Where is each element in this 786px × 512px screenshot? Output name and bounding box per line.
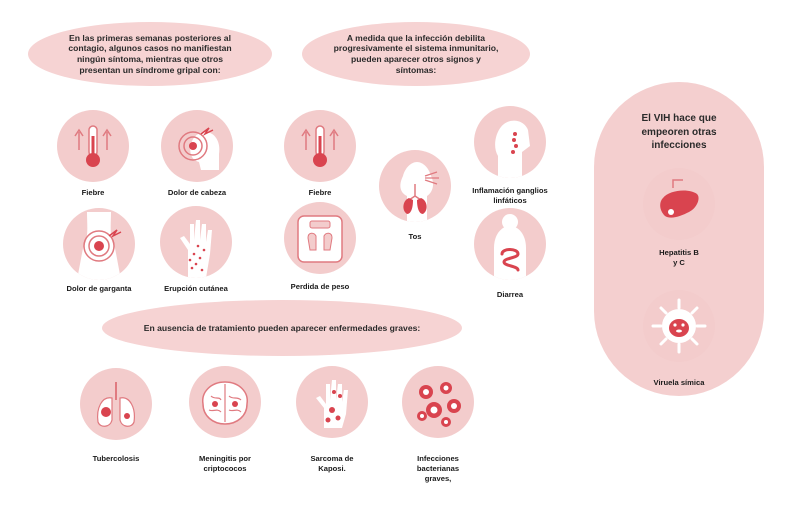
lungs-cough-icon	[379, 150, 451, 222]
hepatitis-label-text: Hepatitis B y C	[659, 248, 699, 267]
symptom-label-weight-loss: Perdida de peso	[290, 282, 350, 291]
severe-text: En ausencia de tratamiento pueden aparec…	[143, 322, 421, 333]
side-panel-title: El VIH hace que empeoren otras infeccion…	[641, 113, 717, 151]
lungs-icon	[80, 368, 152, 440]
kaposi-label-text: Sarcoma de Kaposi.	[310, 454, 354, 473]
scale-icon	[284, 202, 356, 274]
brain-icon	[189, 366, 261, 438]
side-label-hepatitis: Hepatitis B y C	[659, 248, 699, 268]
disease-label-kaposi: Sarcoma de Kaposi.	[302, 454, 362, 474]
side-panel: El VIH hace que empeoren otras infeccion…	[594, 82, 764, 396]
intro-text-early: En las primeras semanas posteriores al c…	[68, 32, 232, 75]
thermometer-icon	[284, 110, 356, 182]
disease-label-meningitis: Meningitis por criptococos	[190, 454, 260, 474]
symptom-label-fever-later: Fiebre	[308, 188, 332, 197]
monkey-virus-icon	[643, 290, 715, 362]
symptom-label-rash: Erupción cutánea	[164, 284, 228, 293]
bacteria-icon	[402, 366, 474, 438]
sore-throat-icon	[63, 208, 135, 280]
side-label-monkeypox: Viruela símica	[653, 378, 705, 387]
liver-icon	[643, 168, 715, 240]
disease-label-bacterial: Infecciones bacterianas graves,	[408, 454, 468, 484]
rash-hand-icon	[160, 206, 232, 278]
symptom-label-cough: Tos	[408, 232, 422, 241]
thermometer-icon	[57, 110, 129, 182]
intro-bubble-early: En las primeras semanas posteriores al c…	[28, 22, 272, 86]
intro-text-later: A medida que la infección debilita progr…	[333, 32, 499, 75]
severe-bubble: En ausencia de tratamiento pueden aparec…	[102, 300, 462, 356]
bacterial-label-text: Infecciones bacterianas graves,	[416, 454, 460, 483]
symptom-label-headache: Dolor de cabeza	[167, 188, 227, 197]
symptom-label-lymph-nodes: Inflamación ganglios linfáticos	[464, 186, 556, 206]
disease-label-tuberculosis: Tubercolosis	[92, 454, 140, 463]
lymph-node-icon	[474, 106, 546, 178]
kaposi-hand-icon	[296, 366, 368, 438]
intestine-icon	[474, 208, 546, 280]
meningitis-label-text: Meningitis por criptococos	[199, 454, 251, 473]
symptom-label-sore-throat: Dolor de garganta	[66, 284, 132, 293]
lymph-label-text: Inflamación ganglios linfáticos	[472, 186, 548, 205]
symptom-label-diarrhea: Diarrea	[496, 290, 524, 299]
intro-bubble-later: A medida que la infección debilita progr…	[302, 22, 530, 86]
symptom-label-fever-early: Fiebre	[81, 188, 105, 197]
headache-icon	[161, 110, 233, 182]
